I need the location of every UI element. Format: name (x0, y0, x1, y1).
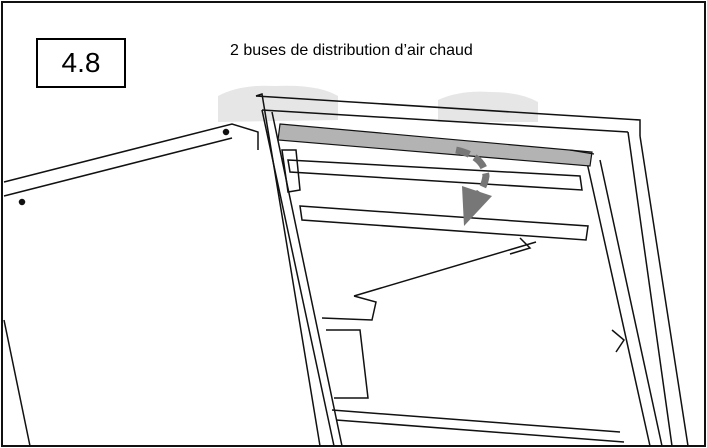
air-nozzle-left (218, 85, 338, 122)
side-panel (3, 123, 259, 447)
air-nozzle-right (438, 91, 538, 122)
front-frame (255, 93, 689, 447)
top-rail-highlight (277, 123, 595, 167)
cross-rails (287, 159, 625, 443)
caption: 2 buses de distribution d’air chaud (230, 42, 473, 59)
step-number: 4.8 (61, 47, 101, 78)
step-number-box: 4.8 (36, 38, 126, 88)
curved-arrow-icon (455, 146, 492, 226)
